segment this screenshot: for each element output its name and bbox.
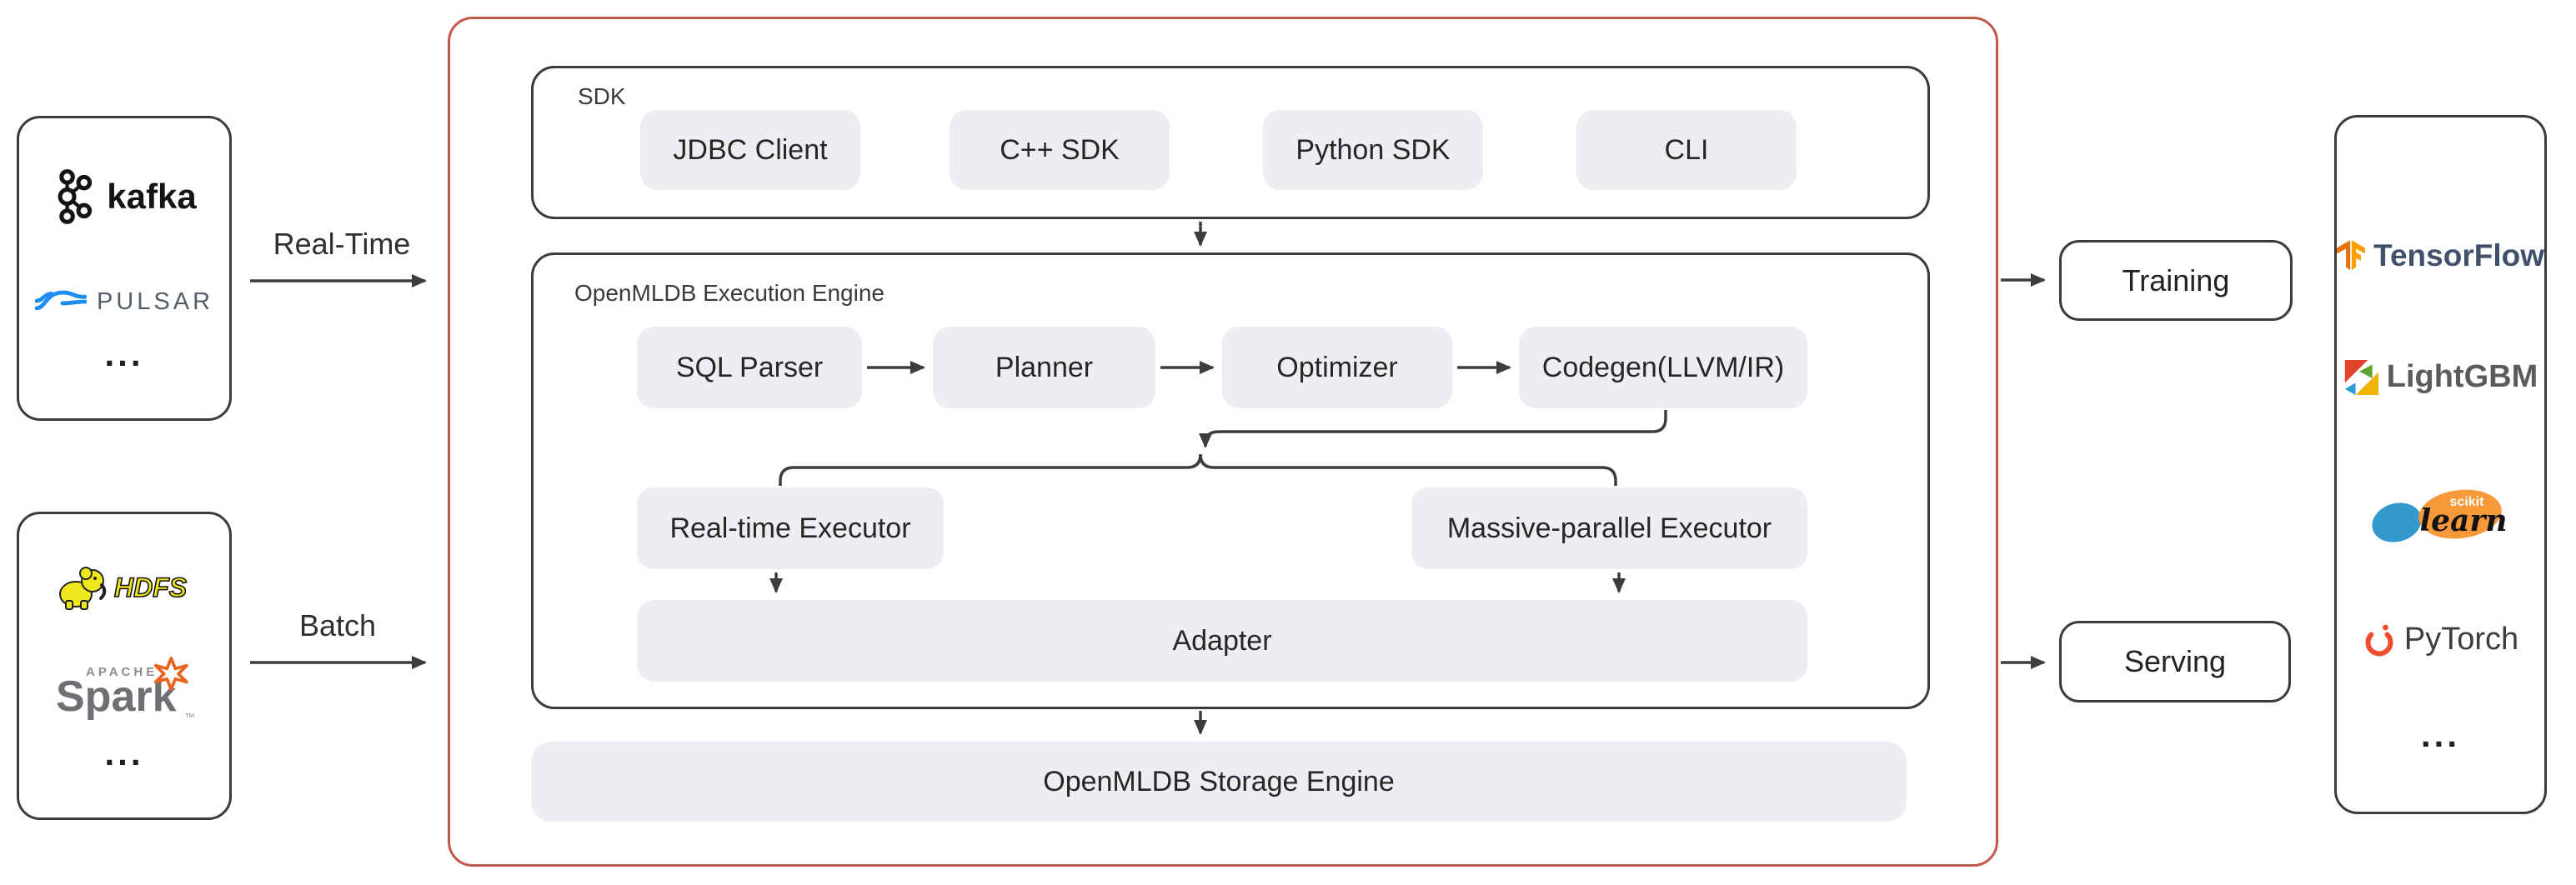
sdk-item-cpp-sdk: C++ SDK [950, 110, 1170, 190]
batch-more: ... [19, 733, 229, 772]
hdfs-logo: HDFS [19, 562, 229, 612]
realtime-executor: Real-time Executor [637, 488, 944, 569]
ellipsis: ... [2420, 715, 2460, 754]
kafka-wordmark: kafka [107, 177, 197, 216]
sdk-item-python-sdk: Python SDK [1263, 110, 1483, 190]
realtime-sources-box: kafka PULSAR ... [17, 116, 232, 421]
lightgbm-icon [2344, 359, 2378, 395]
lightgbm-label: LightGBM [2386, 359, 2538, 394]
batch-sources-box: HDFS APACHE Spark ™ ... [17, 512, 232, 820]
sdk-item-cli: CLI [1576, 110, 1797, 190]
massive-parallel-executor: Massive-parallel Executor [1411, 488, 1807, 569]
pipeline-planner: Planner [933, 327, 1155, 408]
pytorch-label: PyTorch [2403, 621, 2519, 657]
lightgbm-logo: LightGBM [2337, 359, 2544, 395]
ellipsis: ... [104, 334, 144, 373]
sdk-item-jdbc-client: JDBC Client [640, 110, 860, 190]
scikit-learn-logo: scikit learn [2337, 486, 2544, 546]
tensorflow-label: TensorFlow [2373, 238, 2544, 272]
kafka-logo: kafka [19, 167, 229, 227]
adapter: Adapter [637, 600, 1807, 682]
spark-icon: APACHE Spark ™ [56, 657, 195, 723]
tensorflow-icon [2337, 240, 2366, 271]
batch-flow-label: Batch [298, 608, 377, 642]
execution-engine-title: OpenMLDB Execution Engine [574, 280, 885, 306]
hdfs-wordmark-icon: HDFS [113, 572, 188, 603]
tensorflow-logo: TensorFlow [2337, 237, 2544, 275]
pytorch-logo: PyTorch [2337, 619, 2544, 659]
hdfs-elephant-icon [59, 567, 107, 610]
realtime-flow-label: Real-Time [273, 227, 411, 261]
sdk-box-title: SDK [578, 83, 626, 109]
spark-logo: APACHE Spark ™ [19, 654, 229, 726]
pipeline-codegen: Codegen(LLVM/IR) [1519, 327, 1807, 408]
spark-tm: ™ [184, 711, 195, 723]
pulsar-wordmark: PULSAR [96, 288, 214, 315]
storage-engine: OpenMLDB Storage Engine [531, 742, 1907, 822]
pulsar-logo: PULSAR [19, 287, 229, 317]
ml-frameworks-box: TensorFlow LightGBM scikit learn [2334, 115, 2547, 814]
serving-node: Serving [2059, 621, 2291, 702]
scikit-learn-icon: scikit learn [2371, 489, 2507, 542]
spark-apache-label: APACHE [86, 665, 158, 679]
pipeline-optimizer: Optimizer [1222, 327, 1452, 408]
scikit-label: scikit [2449, 495, 2484, 509]
pipeline-sql-parser: SQL Parser [637, 327, 862, 408]
training-node: Training [2059, 240, 2293, 321]
hdfs-wordmark: HDFS [114, 572, 188, 602]
learn-label: learn [2419, 503, 2507, 538]
ellipsis: ... [104, 733, 144, 772]
frameworks-more: ... [2337, 715, 2544, 754]
realtime-more: ... [19, 334, 229, 373]
kafka-icon [58, 169, 93, 224]
pulsar-icon [34, 290, 87, 311]
pytorch-icon [2365, 624, 2393, 657]
